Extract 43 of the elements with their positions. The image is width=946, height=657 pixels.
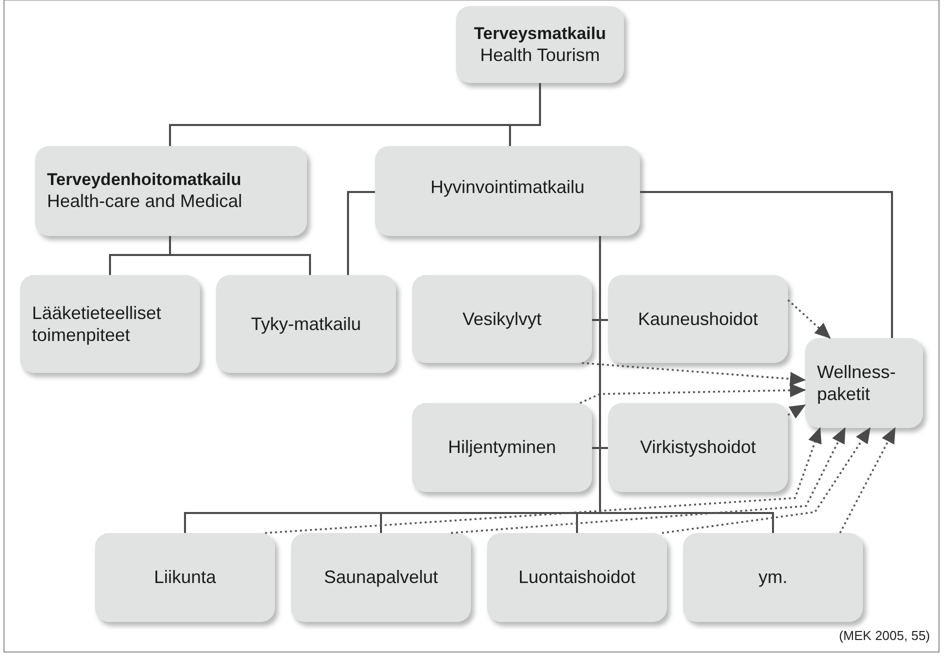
rounded-box	[35, 146, 307, 236]
box-label: Liikunta	[154, 566, 216, 589]
dotted-arrow	[580, 383, 806, 404]
dotted-arrow	[662, 427, 871, 534]
box-label: Luontaishoidot	[518, 566, 636, 589]
box-label: Vesikylvyt	[462, 308, 542, 330]
box-heading: Terveysmatkailu	[474, 22, 606, 44]
box-label: Saunapalvelut	[324, 566, 438, 589]
rounded-box	[291, 533, 471, 622]
dotted-arrow	[788, 404, 806, 419]
rounded-box	[20, 275, 200, 373]
box-label: Hiljentyminen	[448, 436, 556, 459]
rounded-box	[683, 533, 863, 622]
box-label: Kauneushoidot	[638, 308, 758, 330]
rounded-box	[412, 403, 592, 492]
box-label: Hyvinvointimatkailu	[430, 176, 585, 198]
rounded-box	[412, 275, 592, 363]
box-label: Virkistyshoidot	[640, 436, 756, 459]
box-subtitle: Health-care and Medical	[47, 190, 242, 213]
connector-line	[640, 191, 893, 338]
dotted-arrow	[787, 299, 831, 339]
box-label: Lääketieteelliset toimenpiteet	[32, 302, 162, 346]
connector-line	[347, 191, 375, 275]
connector-line	[509, 83, 541, 146]
dotted-arrow	[582, 362, 806, 386]
rounded-box	[487, 533, 667, 622]
rounded-box	[216, 275, 396, 373]
rounded-box	[456, 6, 624, 83]
rounded-box	[805, 338, 923, 428]
rounded-box	[375, 146, 640, 236]
box-label: Tyky-matkailu	[250, 312, 362, 336]
rounded-box	[608, 275, 788, 363]
rounded-box	[608, 403, 788, 492]
box-heading: Terveydenhoitomatkailu	[47, 169, 242, 190]
box-label: Wellness-paketit	[817, 360, 897, 406]
box-subtitle: Health Tourism	[480, 44, 600, 66]
connector-line	[169, 236, 311, 275]
box-label: ym.	[758, 566, 788, 589]
dotted-arrow	[264, 427, 822, 534]
rounded-box	[95, 533, 275, 622]
dotted-arrow	[839, 427, 896, 534]
dotted-arrow	[450, 427, 846, 534]
source-note: (MEK 2005, 55)	[838, 628, 930, 643]
